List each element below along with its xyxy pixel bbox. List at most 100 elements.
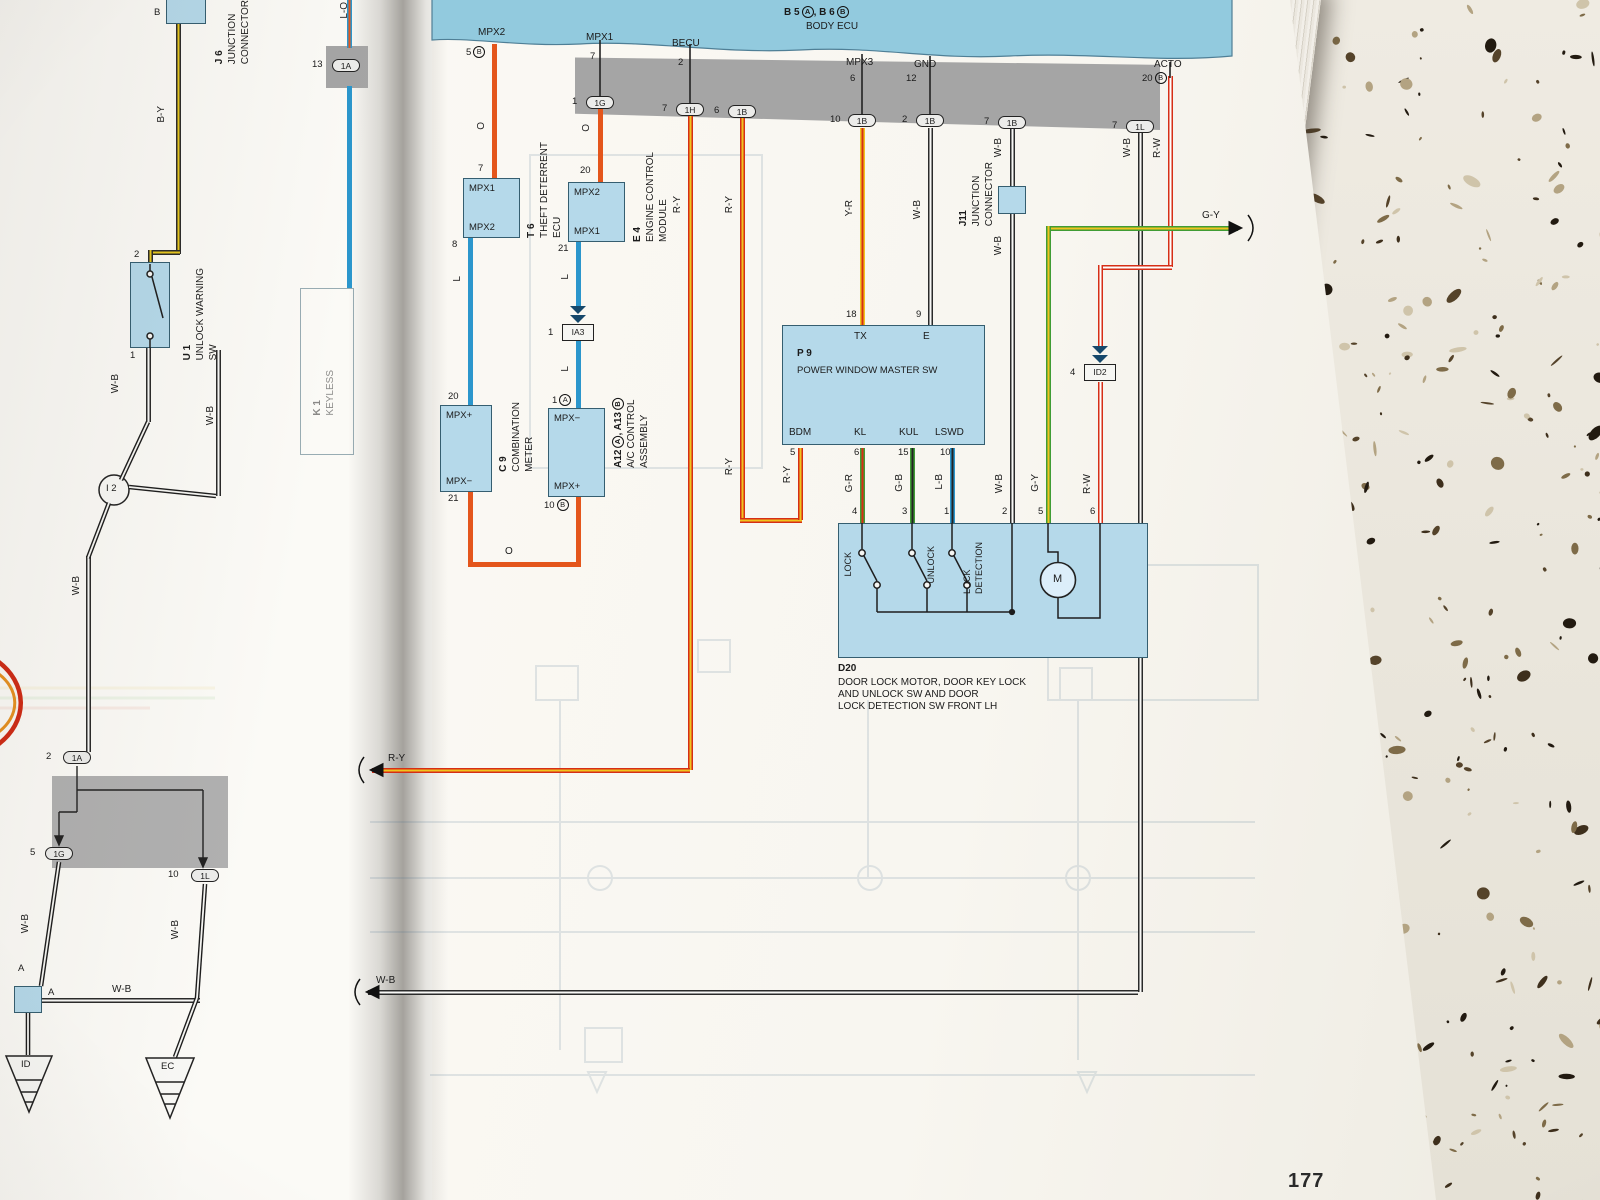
wire-label-wb-3: W-B	[993, 236, 1004, 256]
ecu-header-b6: , B 6	[813, 7, 835, 18]
wire-label-wb-2: W-B	[993, 138, 1004, 158]
oval-1b-a-cav: 6	[714, 105, 720, 116]
u1-name1: UNLOCK WARNING	[194, 268, 206, 361]
p9-pin-kl: KL	[854, 427, 867, 438]
j6-label: J 6 JUNCTION CONNECTOR	[214, 0, 252, 64]
wire-wb-j11-d20	[1010, 128, 1015, 523]
a12-name2: ASSEMBLY	[638, 414, 650, 468]
j11-junction-connector-box	[998, 186, 1026, 214]
wire-wb-e	[928, 128, 933, 325]
u1-name2: SW	[207, 344, 219, 361]
c9-combination-meter-box: MPX+ MPX−	[440, 405, 492, 492]
id2-cav: 4	[1070, 367, 1076, 378]
d20-internal-circuit	[858, 523, 1101, 619]
wire-label-gy-1: G-Y	[1202, 210, 1220, 221]
p9-num-9: 9	[916, 309, 922, 320]
a-label-side: A	[48, 987, 55, 998]
oval-left-1l-cav: 10	[168, 869, 179, 880]
d20-motor-label: M	[1053, 573, 1063, 585]
ecu-pin-becu: BECU	[672, 38, 700, 49]
d20-pin-3: 3	[902, 506, 908, 517]
ia3-connector: IA3	[562, 324, 594, 341]
e4-label: E 4 ENGINE CONTROL MODULE	[632, 152, 670, 242]
wire-ry-bdm	[798, 448, 803, 520]
d20-pin-6: 6	[1090, 506, 1096, 517]
u1-label: U 1 UNLOCK WARNING SW	[182, 268, 220, 360]
a12-cell-top: MPX−	[554, 413, 581, 424]
left-edge-red-wires	[0, 660, 23, 746]
wire-label-wb-l1: W-B	[110, 374, 121, 394]
d20-door-lock-motor-box	[838, 523, 1148, 658]
wire-wb-a-horizontal	[42, 998, 200, 1003]
wire-label-wb-l2: W-B	[205, 406, 216, 426]
a12-code1: A12	[613, 449, 624, 468]
wire-label-ry-1: R-Y	[672, 196, 683, 214]
wire-label-o-loop: O	[505, 546, 513, 557]
junction-routing-arrows	[53, 766, 209, 869]
d20-pin-4: 4	[852, 506, 858, 517]
ecu-pin-mpx2-num-val: 5	[466, 47, 472, 58]
oval-left-1g: 1G	[45, 847, 73, 860]
wire-lb-lswd	[950, 448, 955, 523]
wire-o-mpx2-t6	[492, 44, 497, 178]
wire-l-t6-c9	[468, 238, 473, 405]
ecu-pin-mpx2: MPX2	[478, 27, 506, 38]
junction-block-box-left	[52, 776, 228, 868]
d20-code: D20	[838, 663, 857, 674]
j6-name2: CONNECTOR	[239, 0, 251, 65]
oval-1l: 1L	[1126, 120, 1154, 133]
wire-label-wb-1: W-B	[912, 200, 923, 220]
k1-code: K 1	[312, 400, 323, 416]
wire-label-wb-l4: W-B	[20, 914, 31, 934]
oval-1b-c-cav: 2	[902, 114, 908, 125]
u1-code: U 1	[182, 344, 193, 361]
ecu-header-circ-b: B	[836, 6, 849, 18]
id2-chevron-icon	[1092, 346, 1108, 363]
oval-left-1a-cav: 2	[46, 751, 52, 762]
wire-label-l-3: L	[560, 366, 571, 372]
oval-1b-a: 1B	[728, 105, 756, 118]
j11-label: J11 JUNCTION CONNECTOR	[958, 162, 996, 226]
ground-symbol-id	[4, 1055, 54, 1114]
d20-sw-lock-label: LOCK	[843, 552, 853, 577]
wire-label-wb-5: W-B	[994, 474, 1005, 494]
ia3-chevron-icon	[570, 306, 586, 323]
a12-ac-control-assembly-box: MPX− MPX+	[548, 408, 605, 497]
a12-code2: , A13	[613, 412, 624, 436]
a12-pin-top-circ: A	[559, 394, 572, 406]
wire-label-rw-1: R-W	[1152, 138, 1163, 158]
wire-gy-vertical	[1046, 226, 1051, 523]
ecu-name: BODY ECU	[806, 21, 859, 32]
wire-label-gb: G-B	[894, 474, 905, 492]
a12-label: A12A, A13B A/C CONTROL ASSEMBLY	[612, 398, 651, 468]
wire-label-wb-l5: W-B	[170, 920, 181, 940]
d20-sw-lock-detection-label: LOCK DETECTION	[962, 542, 985, 594]
wire-rw-acto	[1168, 76, 1173, 267]
wire-by-into-u1	[148, 250, 153, 264]
k1-label: K 1 KEYLESS	[312, 370, 338, 416]
d20-desc2: AND UNLOCK SW AND DOOR	[838, 689, 979, 700]
oval-left-1a: 1A	[63, 751, 91, 764]
oval-1b-d: 1B	[998, 116, 1026, 129]
k1-keyless-box	[300, 288, 354, 455]
j11-name2: CONNECTOR	[983, 162, 995, 227]
motor-circle	[1039, 561, 1077, 599]
j6-b-label: B	[154, 7, 161, 18]
d20-desc1: DOOR LOCK MOTOR, DOOR KEY LOCK	[838, 677, 1026, 688]
p9-num-15: 15	[898, 447, 909, 458]
wire-wb-u1-down	[146, 348, 151, 422]
wire-label-lo: L-O	[339, 2, 350, 19]
oval-1b-b-cav: 10	[830, 114, 841, 125]
a12-cell-bottom: MPX+	[554, 481, 581, 492]
wire-label-l-2: L	[560, 274, 571, 280]
t6-cell-top: MPX1	[469, 183, 495, 194]
d20-desc3: LOCK DETECTION SW FRONT LH	[838, 701, 998, 712]
p9-num-10: 10	[940, 447, 951, 458]
i2-label: I 2	[106, 483, 117, 494]
t6-name2: ECU	[551, 216, 563, 238]
wire-label-wb-bottom: W-B	[376, 975, 396, 986]
